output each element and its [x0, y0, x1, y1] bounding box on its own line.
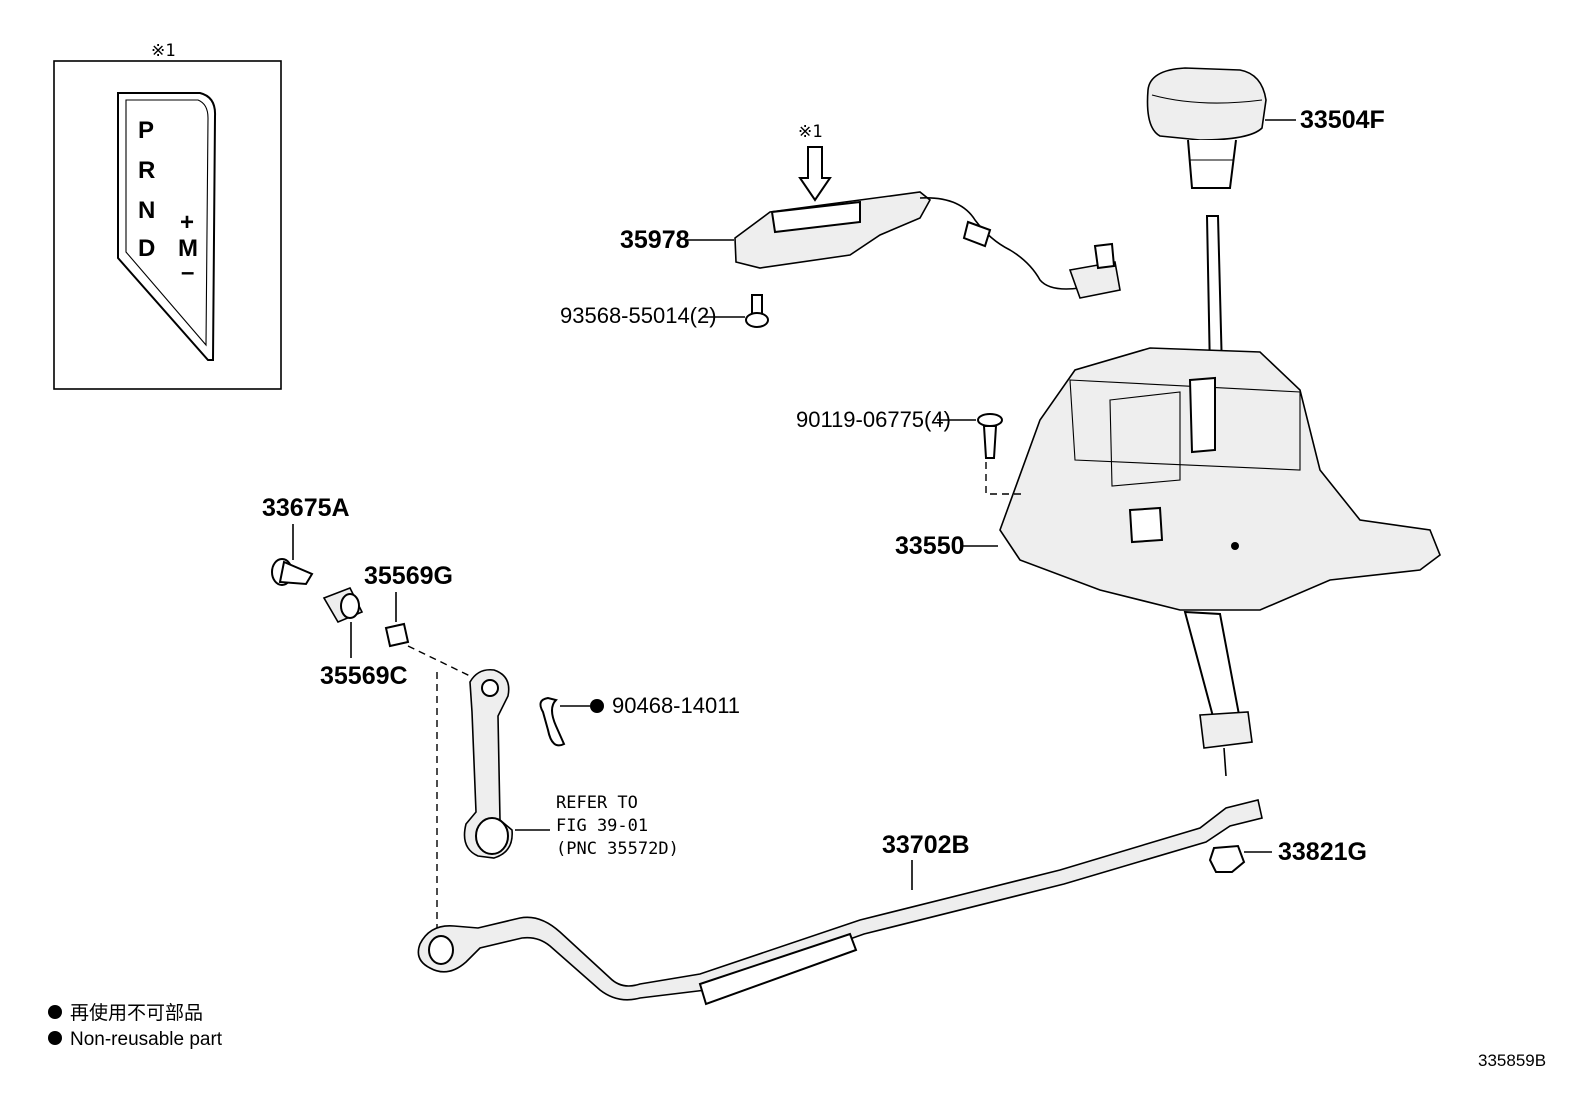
refer-line-1: REFER TO — [556, 793, 638, 813]
pin-33675A-part: 33675A — [262, 494, 350, 586]
shift-base-gate — [1109, 391, 1181, 487]
gate-plus: + — [180, 209, 194, 236]
harness-clip — [962, 220, 992, 248]
gate-letter-p: P — [138, 117, 154, 144]
bushing-35569C-part: 35569C — [320, 586, 408, 690]
shift-lever-assembly-part: 33550 — [895, 215, 1441, 777]
gate-indicator-inset: ※1 P R N D + M – — [53, 41, 282, 390]
shift-base-bracket — [1199, 711, 1253, 749]
cable-end-eye — [428, 935, 454, 965]
pin-33675A-shaft — [278, 560, 314, 586]
clip-90468-body — [539, 696, 566, 747]
label-33550: 33550 — [895, 532, 965, 560]
inset-note-mark: ※1 — [151, 41, 175, 61]
label-90468: 90468-14011 — [612, 693, 740, 718]
cable-sheath — [698, 932, 858, 1006]
non-reusable-dot-icon — [590, 699, 604, 713]
legend-line-jp: 再使用不可部品 — [70, 1002, 203, 1024]
refer-line-2: FIG 39-01 — [556, 816, 648, 836]
indicator-harness-part: ※1 35978 — [620, 122, 1121, 299]
harness-wire — [919, 197, 1081, 290]
connector-latch — [1093, 242, 1116, 270]
shift-base-upper — [1069, 379, 1301, 471]
label-33821G: 33821G — [1278, 838, 1367, 866]
view-arrow-icon — [798, 146, 832, 202]
figure-number: 335859B — [1478, 1051, 1546, 1070]
shift-knob-seam — [1151, 94, 1263, 104]
shift-knob-stem — [1187, 139, 1237, 189]
label-90119: 90119-06775(4) — [796, 407, 951, 432]
label-33702B: 33702B — [882, 831, 970, 859]
shift-base-pin — [1231, 542, 1239, 550]
indicator-lens — [770, 200, 861, 234]
gate-minus: – — [181, 259, 194, 286]
shift-lever-rod — [1205, 215, 1224, 374]
legend-dot-icon-en — [48, 1031, 62, 1045]
bolt-90119-shank — [982, 425, 998, 459]
gate-panel-outline — [117, 92, 217, 361]
gate-panel-inner — [125, 99, 209, 347]
clip-90468-part: 90468-14011 — [539, 693, 740, 747]
lever-arm-body — [463, 668, 513, 859]
label-33504F: 33504F — [1300, 106, 1385, 134]
shift-base-stud — [1223, 747, 1227, 777]
bushing-35569C-face — [340, 593, 360, 619]
shift-base-sensor — [1128, 506, 1164, 544]
shift-base-arm — [1183, 610, 1242, 726]
label-35978: 35978 — [620, 226, 690, 254]
nut-33821G-part: 33821G — [1208, 838, 1367, 873]
shift-knob-part: 33504F — [1146, 67, 1385, 189]
arrow-note-mark: ※1 — [798, 122, 822, 142]
bolt-90119-head — [977, 413, 1003, 427]
label-93568: 93568-55014(2) — [560, 303, 717, 328]
lever-arm-part: REFER TO FIG 39-01 (PNC 35572D) — [463, 668, 679, 859]
nut-33821G-body — [1208, 844, 1246, 873]
shift-knob-body — [1146, 67, 1267, 141]
collar-35569G-part: 35569G — [364, 562, 471, 677]
refer-line-3: (PNC 35572D) — [556, 839, 679, 859]
collar-dashed-path — [407, 645, 471, 677]
lever-arm-boss — [475, 817, 509, 855]
bolt-90119-part: 90119-06775(4) — [796, 407, 1022, 495]
shift-base-lever-slot — [1188, 376, 1216, 454]
collar-35569G-body — [384, 622, 410, 648]
label-35569C: 35569C — [320, 662, 408, 690]
shift-cable-part: 33702B — [417, 672, 1263, 1006]
legend-dot-icon-jp — [48, 1005, 62, 1019]
gate-manual: M — [178, 235, 198, 262]
gate-letter-r: R — [138, 157, 155, 184]
label-33675A: 33675A — [262, 494, 350, 522]
lever-arm-eye — [481, 679, 499, 697]
harness-connector — [1068, 261, 1121, 299]
inset-frame — [53, 60, 282, 390]
screw-93568-part: 93568-55014(2) — [560, 294, 769, 328]
gate-letter-n: N — [138, 197, 155, 224]
screw-93568-head — [745, 312, 769, 328]
legend-line-en: Non-reusable part — [70, 1029, 223, 1050]
legend: 再使用不可部品 Non-reusable part — [48, 1002, 223, 1050]
label-35569G: 35569G — [364, 562, 453, 590]
indicator-housing — [734, 191, 932, 269]
gate-letter-d: D — [138, 235, 155, 262]
